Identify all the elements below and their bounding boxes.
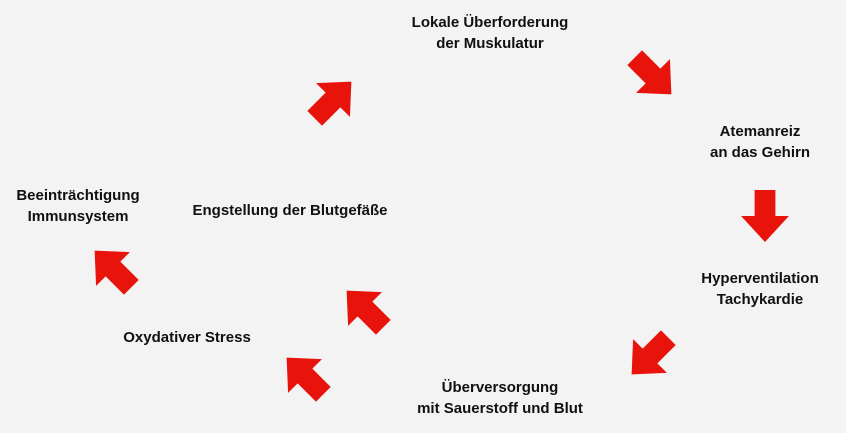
block-arrow-icon xyxy=(627,50,672,95)
node-stress: Oxydativer Stress xyxy=(123,329,251,346)
block-arrow-icon xyxy=(631,330,676,375)
block-arrow-icon xyxy=(741,190,789,242)
block-arrow-icon xyxy=(346,290,391,335)
node-immunsystem: Beeinträchtigung Immunsystem xyxy=(16,187,140,225)
node-muskulatur: Lokale Überforderung der Muskulatur xyxy=(411,14,569,52)
node-engstellung: Engstellung der Blutgefäße xyxy=(192,202,388,219)
block-arrow-icon xyxy=(307,81,352,126)
block-arrow-icon xyxy=(94,250,139,295)
node-hyperventilation: Hyperventilation Tachykardie xyxy=(701,270,819,308)
node-atemanreiz: Atemanreiz an das Gehirn xyxy=(709,123,811,161)
block-arrow-icon xyxy=(286,357,331,402)
node-ueberversorgung: Überversorgung mit Sauerstoff und Blut xyxy=(417,379,583,417)
